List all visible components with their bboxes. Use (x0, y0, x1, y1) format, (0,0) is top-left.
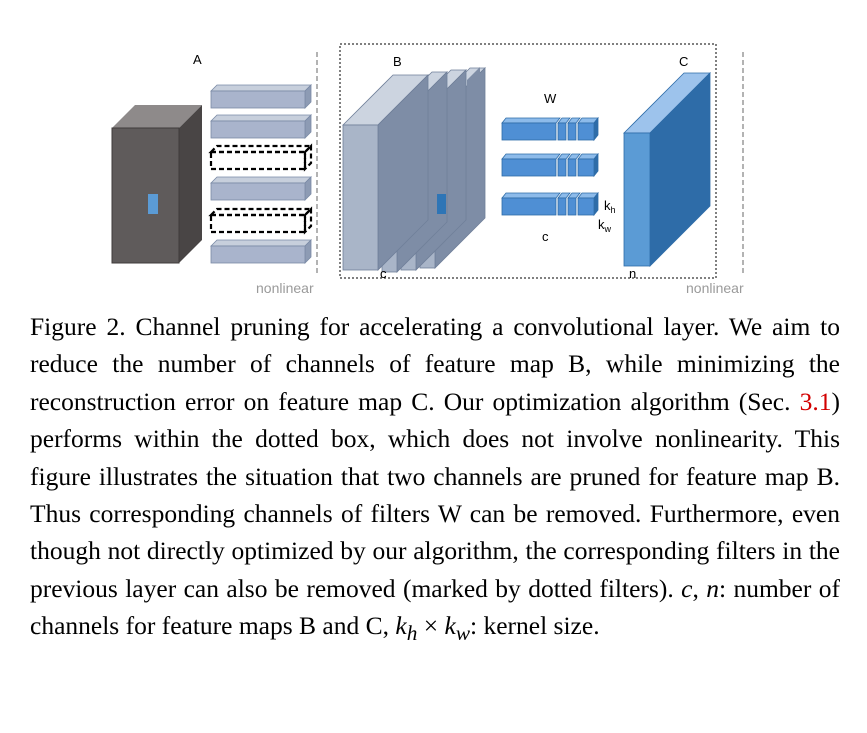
feature-map-b-back (467, 67, 480, 223)
label-a: A (193, 52, 202, 67)
feature-map-c (623, 72, 711, 267)
filter-w-2 (501, 152, 599, 178)
feature-map-b-slice-1 (342, 74, 429, 271)
label-c-channels-b: c (380, 266, 387, 281)
optimization-dotted-box (339, 43, 717, 279)
filter-prev-pruned-1 (208, 143, 314, 172)
filter-prev-4 (210, 239, 312, 264)
figure-diagram: A (111, 43, 744, 296)
math-k-h: k (395, 611, 407, 641)
filter-prev-1 (210, 84, 312, 109)
nonlinear-label-left: nonlinear (256, 280, 314, 296)
label-c-filters: c (542, 229, 549, 244)
nonlinear-label-right: nonlinear (686, 280, 744, 296)
math-times: × (417, 611, 445, 641)
math-c: c (681, 573, 693, 603)
figure-caption: Figure 2. Channel pruning for accelerati… (30, 308, 840, 653)
feature-map-b (342, 67, 486, 273)
caption-text-4: : kernel size. (470, 611, 600, 641)
section-reference-link[interactable]: 3.1 (799, 386, 832, 416)
label-b: B (393, 54, 402, 69)
math-n: n (706, 573, 719, 603)
filter-w-3 (501, 191, 599, 217)
filter-prev-2 (210, 114, 312, 139)
caption-text-3: : number of channels for feature maps B … (30, 573, 840, 641)
math-separator: , (692, 573, 707, 603)
previous-layer-filters (208, 84, 314, 264)
filter-prev-3 (210, 176, 312, 201)
filter-prev-pruned-2 (208, 206, 314, 235)
caption-text-2: ) performs within the dotted box, which … (30, 386, 840, 603)
math-k-w: k (444, 611, 456, 641)
filter-w-1 (501, 116, 599, 142)
label-n: n (629, 266, 636, 281)
label-c: C (679, 54, 688, 69)
math-sub-h: h (406, 621, 418, 646)
label-w: W (544, 91, 557, 106)
filters-w (501, 116, 599, 217)
feature-map-b-highlight (437, 194, 446, 214)
label-kh: kh (604, 198, 616, 215)
math-sub-w: w (455, 621, 470, 646)
caption-text-1: Figure 2. Channel pruning for accelerati… (30, 312, 840, 416)
feature-map-a (111, 105, 202, 264)
label-kw: kw (598, 217, 612, 234)
